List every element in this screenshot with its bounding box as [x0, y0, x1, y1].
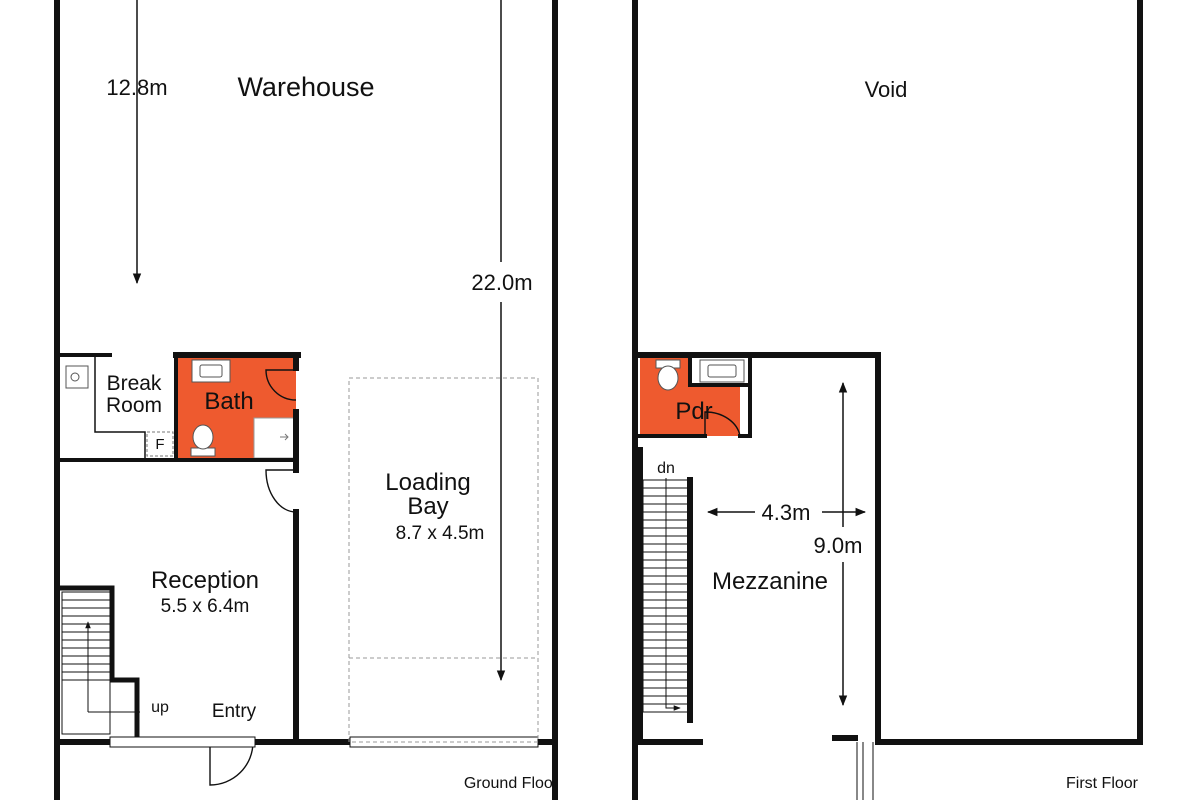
basin-icon: [699, 359, 745, 383]
reception-label: Reception: [151, 567, 259, 594]
warehouse-label: Warehouse: [237, 72, 374, 102]
ground-floor: 12.8m Warehouse 22.0m Break Room F Bath …: [54, 0, 559, 800]
ground-walls: [54, 0, 558, 800]
ground-width-label: 12.8m: [106, 75, 167, 100]
first-walls: [632, 0, 1143, 800]
break-room-label-2: Room: [106, 394, 162, 417]
powder-label: Pdr: [675, 398, 712, 425]
first-width-label: 4.3m: [762, 500, 811, 525]
basin-icon: [191, 359, 231, 383]
first-floor-label: First Floor: [1066, 775, 1139, 792]
mezzanine-label: Mezzanine: [712, 568, 828, 595]
stairs-down-label: dn: [657, 460, 675, 477]
bath-label: Bath: [204, 388, 253, 415]
stairs-down: [642, 478, 690, 713]
fridge-label: F: [155, 436, 164, 453]
break-room-label-1: Break: [107, 372, 162, 395]
loading-bay-outline: [348, 377, 539, 743]
powder-fill-2: [690, 385, 740, 436]
toilet-icon: [190, 424, 216, 457]
stairs-up-label: up: [151, 699, 169, 716]
fridge-icon: [146, 431, 174, 457]
ground-floor-label: Ground Floor: [464, 775, 559, 792]
stairs-up: [61, 591, 140, 735]
toilet-icon: [655, 359, 681, 391]
reception-size: 5.5 x 6.4m: [161, 596, 250, 617]
ground-fixtures: [65, 359, 231, 457]
ground-length-label: 22.0m: [471, 270, 532, 295]
loading-bay-size: 8.7 x 4.5m: [396, 523, 485, 544]
sink-icon: [65, 365, 89, 389]
shower-tray: [253, 417, 297, 459]
first-fixtures: [655, 359, 745, 391]
loading-bay-label-1: Loading: [385, 469, 470, 496]
loading-bay-label-2: Bay: [407, 493, 448, 520]
first-floor: Void Pdr dn 4.3m 9.0m Mezzanine First Fl…: [632, 0, 1143, 800]
entry-label: Entry: [212, 701, 257, 722]
first-length-label: 9.0m: [814, 533, 863, 558]
void-label: Void: [865, 77, 908, 102]
